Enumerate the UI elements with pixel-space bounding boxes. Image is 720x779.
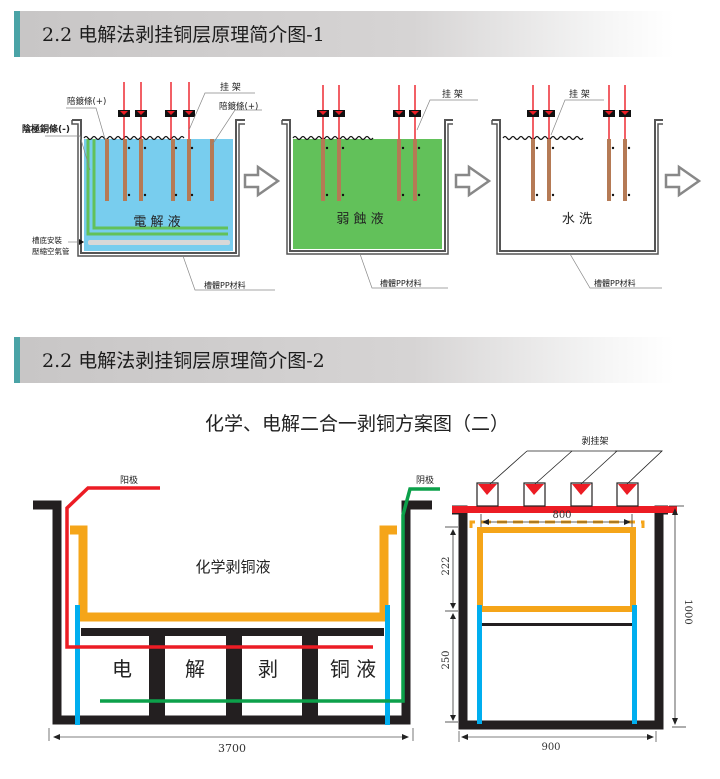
combined-tank-side-view: 剥挂架 800 222 250 1000 bbox=[441, 435, 693, 753]
combined-tank-front-view: 阳极 阴极 化学剥铜液 电 解 剥 铜 液 3700 bbox=[33, 474, 440, 755]
label-electro-4: 铜 液 bbox=[330, 657, 376, 681]
label-rack-2: 挂 架 bbox=[442, 88, 463, 100]
section-2-header: 2.2 电解法剥挂铜层原理简介图-2 bbox=[14, 337, 674, 383]
label-anode: 陰極銅條(-) bbox=[22, 123, 70, 135]
copper-strip bbox=[105, 139, 109, 201]
chemical-tank bbox=[70, 525, 397, 622]
label-rack: 挂 架 bbox=[220, 81, 241, 93]
label-anode-2: 阳极 bbox=[120, 474, 138, 486]
label-electro-1: 电 bbox=[112, 657, 132, 681]
dimension-total-height-label: 1000 bbox=[682, 599, 693, 624]
label-tank-material-3: 槽體PP材料 bbox=[594, 278, 636, 288]
air-pipe bbox=[88, 240, 230, 245]
process-arrow-icon bbox=[243, 164, 281, 198]
process-arrow-icon bbox=[454, 164, 492, 198]
label-electro-3: 剥 bbox=[258, 657, 278, 681]
tank-electrolysis: 電 解 液 陪鍍條(+) 陰極銅條(-) 挂 架 陪鍍條(+) 槽底安裝 壓縮空… bbox=[22, 81, 275, 291]
dimension-upper-height-label: 222 bbox=[441, 556, 452, 575]
dimension-width-label: 900 bbox=[541, 742, 560, 753]
label-cathode-left: 陪鍍條(+) bbox=[67, 96, 106, 107]
dimension-lower-height-label: 250 bbox=[441, 650, 452, 669]
dimension-inner-width-label: 800 bbox=[552, 510, 571, 521]
divider bbox=[149, 632, 165, 720]
section-1-title: 2.2 电解法剥挂铜层原理简介图-1 bbox=[42, 24, 325, 46]
label-cathode-right: 陪鍍條(+) bbox=[219, 101, 258, 112]
label-air-pipe-2: 壓縮空氣管 bbox=[32, 246, 70, 256]
cathode-line bbox=[100, 487, 440, 703]
label-rack-3: 挂 架 bbox=[569, 88, 590, 100]
cathode-copper-bar bbox=[86, 139, 228, 236]
process-arrow-icon bbox=[664, 164, 702, 198]
etch-liquid bbox=[293, 139, 442, 249]
rack-bar bbox=[452, 506, 677, 513]
blue-support bbox=[75, 605, 80, 725]
liquid-label-rinse: 水 洗 bbox=[562, 212, 592, 227]
liquid-label-etch: 弱 蝕 液 bbox=[336, 212, 383, 227]
label-electro-2: 解 bbox=[185, 657, 205, 681]
diagram-title: 化学、电解二合一剥铜方案图（二） bbox=[205, 413, 509, 435]
tank-micro-etch: 弱 蝕 液 挂 架 槽體PP材料 bbox=[281, 85, 478, 289]
label-chemical-liquid: 化学剥铜液 bbox=[195, 558, 270, 576]
tank-wall bbox=[72, 119, 245, 254]
tank-rinse: 水 洗 挂 架 槽體PP材料 bbox=[491, 85, 663, 289]
section-1-header: 2.2 电解法剥挂铜层原理简介图-1 bbox=[14, 11, 674, 57]
dimension-length-label: 3700 bbox=[218, 742, 246, 755]
section-2-title: 2.2 电解法剥挂铜层原理简介图-2 bbox=[42, 350, 325, 372]
label-rack-2: 剥挂架 bbox=[581, 435, 608, 447]
label-air-pipe-1: 槽底安裝 bbox=[32, 235, 62, 245]
label-tank-material-2: 槽體PP材料 bbox=[380, 278, 422, 288]
anode-line bbox=[65, 486, 373, 649]
liquid-surface bbox=[83, 135, 185, 141]
basket bbox=[477, 527, 636, 612]
dimension-length bbox=[48, 728, 414, 741]
label-tank-material-1: 槽體PP材料 bbox=[204, 280, 246, 290]
liquid-label-electrolyte: 電 解 液 bbox=[133, 215, 180, 230]
label-cathode-2: 阴极 bbox=[416, 474, 434, 486]
